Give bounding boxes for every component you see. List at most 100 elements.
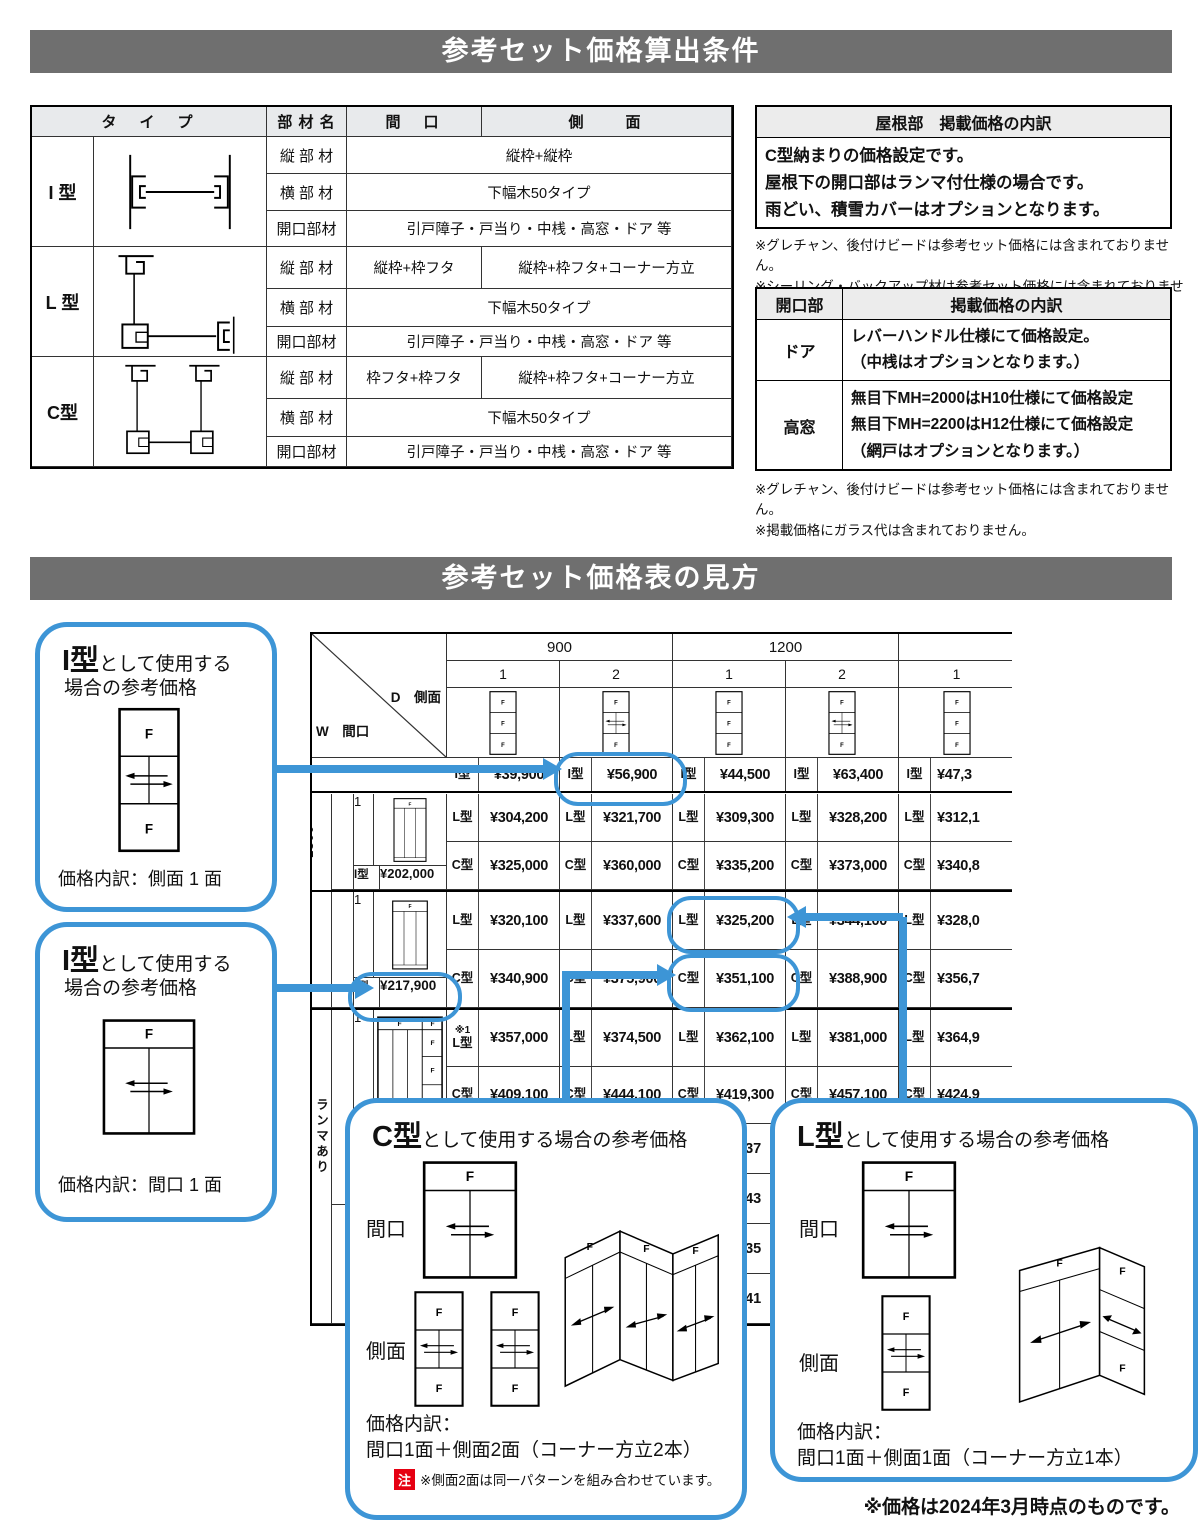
side-pattern-icon xyxy=(899,688,1012,758)
arrow-i-front-head-icon xyxy=(355,977,374,999)
l-front-diagram xyxy=(861,1161,957,1284)
col-header-sokumen: 側 面 xyxy=(482,107,732,137)
price-cell-l: L型¥381,000 xyxy=(786,1010,899,1067)
part-value: 引戸障子・戸当り・中桟・高窓・ドア 等 xyxy=(347,437,732,467)
note-line: ※掲載価格にガラス代は含まれておりません。 xyxy=(755,522,1035,538)
price-cell-c: C型¥351,100 xyxy=(673,950,786,1008)
callout-title: L型として使用する場合の参考価格 xyxy=(797,1121,1110,1153)
c-front-diagram xyxy=(422,1161,518,1284)
arrow-l-line xyxy=(805,913,903,921)
c-side-diagram-1 xyxy=(414,1291,464,1412)
part-value-sokumen: 縦枠+枠フタ+コーナー方立 xyxy=(482,357,732,399)
highlight-circle-c351100 xyxy=(667,954,800,1012)
part-name: 縦 部 材 xyxy=(267,137,347,174)
part-name: 横 部 材 xyxy=(267,174,347,211)
price-cell-l: L型¥320,100 xyxy=(447,892,560,950)
breakdown-text: 間口1面＋側面1面（コーナー方立1本） xyxy=(797,1448,1133,1469)
note-line: ※グレチャン、後付けビードは参考セット価格には含まれておりません。 xyxy=(755,482,1170,518)
roof-box-line: C型納まりの価格設定です。 xyxy=(765,147,974,165)
callout-title: I型として使用する xyxy=(62,645,232,677)
arrow-i-side-line xyxy=(255,765,543,773)
front-pattern-icon xyxy=(374,892,447,978)
group-separator xyxy=(312,890,1012,892)
price-cell-c: C型¥340,900 xyxy=(447,950,560,1008)
part-name: 縦 部 材 xyxy=(267,247,347,289)
opening-price-table: 開口部 掲載価格の内訳 ドア レバーハンドル仕様にて価格設定。 （中桟はオプショ… xyxy=(755,287,1172,471)
col-header-type: タ イ プ xyxy=(32,107,267,137)
part-name: 開口部材 xyxy=(267,437,347,467)
part-name: 開口部材 xyxy=(267,327,347,357)
col-group-cut xyxy=(899,634,1012,661)
section-col-ranma: ランマあり xyxy=(312,1010,332,1324)
sub-col: 2 xyxy=(560,661,673,688)
price-cell-c: C型¥325,000 xyxy=(447,842,560,890)
price-cell-c: C型¥340,8 xyxy=(899,842,1012,890)
section-col-empty xyxy=(312,794,332,1008)
price-cell-i: I型¥44,500 xyxy=(673,758,786,792)
side-pattern-icon xyxy=(447,688,560,758)
note-badge: 注 xyxy=(394,1469,416,1490)
callout-title: C型として使用する場合の参考価格 xyxy=(372,1121,688,1153)
col-header-part: 部 材 名 xyxy=(267,107,347,137)
col-header-maguchi: 間 口 xyxy=(347,107,482,137)
part-name: 開口部材 xyxy=(267,211,347,247)
breakdown-title: 価格内訳： xyxy=(366,1414,462,1435)
arrow-i-front-line xyxy=(255,984,355,992)
part-value: 引戸障子・戸当り・中桟・高窓・ドア 等 xyxy=(347,327,732,357)
door-line: レバーハンドル仕様にて価格設定。 xyxy=(851,328,1099,345)
maguchi-label: 間口 xyxy=(799,1219,839,1241)
i-price-value: ¥217,900 xyxy=(380,978,447,1008)
side-pattern-icon xyxy=(560,688,673,758)
i-price-value: ¥202,000 xyxy=(380,866,447,890)
opening-col1-header: 開口部 xyxy=(757,289,843,319)
notes-lower: ※グレチャン、後付けビードは参考セット価格には含まれておりません。 ※掲載価格に… xyxy=(755,480,1185,541)
c-profile-svg xyxy=(125,364,220,454)
arrow-c-line xyxy=(562,971,657,979)
part-name: 横 部 材 xyxy=(267,399,347,437)
note-line: ※グレチャン、後付けビードは参考セット価格には含まれておりません。 xyxy=(755,238,1170,274)
highwindow-line: （網戸はオプションとなります。） xyxy=(851,442,1090,460)
highwindow-line: 無目下MH=2200はH12仕様にて価格設定 xyxy=(851,416,1134,434)
roof-price-box: 屋根部 掲載価格の内訳 C型納まりの価格設定です。 屋根下の開口部はランマ付仕様… xyxy=(755,105,1172,229)
corner-w-label: W 間口 xyxy=(316,724,370,739)
price-cell-c: C型¥373,000 xyxy=(786,842,899,890)
price-cell-l: L型¥374,500 xyxy=(560,1010,673,1067)
price-cell-l: L型¥364,9 xyxy=(899,1010,1012,1067)
breakdown-text: 価格内訳：間口 1 面 xyxy=(58,1175,223,1195)
c-type-profile-diagram xyxy=(94,357,267,467)
part-name: 縦 部 材 xyxy=(267,357,347,399)
callout-i-side: I型として使用する 場合の参考価格 価格内訳：側面 1 面 xyxy=(35,622,277,912)
diagonal-line xyxy=(312,634,447,758)
price-cell-l: L型¥325,200 xyxy=(673,892,786,950)
maguchi-label: 間口 xyxy=(366,1219,406,1241)
corner-cell: D 側面 W 間口 xyxy=(312,634,447,758)
price-cell-l: L型¥362,100 xyxy=(673,1010,786,1067)
opening-col2-header: 掲載価格の内訳 xyxy=(843,289,1170,319)
part-value: 下幅木50タイプ xyxy=(347,174,732,211)
type-label-i: I 型 xyxy=(32,137,94,247)
side-pattern-icon xyxy=(786,688,899,758)
front-pattern-icon xyxy=(374,794,447,866)
w-label-cell: 1800 xyxy=(312,794,354,890)
c-iso-diagram xyxy=(552,1199,722,1412)
price-cell-l: L型¥328,200 xyxy=(786,794,899,842)
l-profile-svg xyxy=(118,254,235,354)
arrow-c-vertical-line xyxy=(562,975,570,1102)
callout-c: C型として使用する場合の参考価格 間口 側面 価格内訳： 間口1面＋側面2面（コ… xyxy=(345,1098,747,1520)
type-label-l: L 型 xyxy=(32,247,94,357)
group-separator xyxy=(312,791,1012,793)
arrow-i-side-head-icon xyxy=(543,758,562,780)
opening-row-door-label: ドア xyxy=(757,320,843,380)
arrow-c-head-icon xyxy=(657,964,676,986)
part-value-maguchi: 枠フタ+枠フタ xyxy=(347,357,482,399)
sub-col: 1 xyxy=(447,661,560,688)
door-line: （中桟はオプションとなります。） xyxy=(851,353,1090,371)
group-separator xyxy=(312,1008,1012,1010)
col-group-900: 900 xyxy=(447,634,673,661)
highlight-circle-i56900 xyxy=(554,752,687,806)
price-cell-i: I型¥47,3 xyxy=(899,758,1012,792)
front-window-diagram xyxy=(102,1019,196,1140)
roof-box-line: 屋根下の開口部はランマ付仕様の場合です。 xyxy=(765,174,1094,193)
price-cell-c: C型¥388,900 xyxy=(786,950,899,1008)
